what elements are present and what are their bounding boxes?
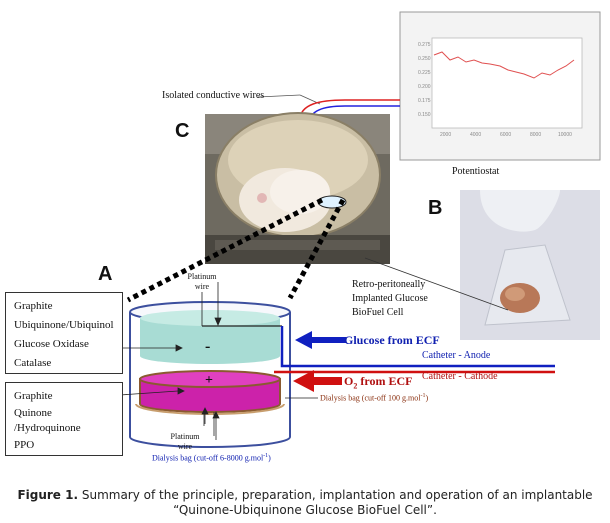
dialysis-small-label: Dialysis bag (cut-off 100 g.mol-1) <box>320 393 428 403</box>
anode-component: Graphite <box>14 300 53 312</box>
platinum-top-line-2: wire <box>194 282 210 291</box>
retro-line-1: Retro-peritoneally <box>352 279 426 290</box>
caption-figure-number: Figure 1. <box>17 488 79 502</box>
anode-component: Catalase <box>14 357 52 369</box>
retro-pointer <box>364 257 509 311</box>
anode-components-box: Graphite Ubiquinone/Ubiquinol Glucose Ox… <box>5 292 123 374</box>
svg-text:8000: 8000 <box>530 132 541 138</box>
dialysis-large-sup: -1 <box>263 453 269 459</box>
svg-text:4000: 4000 <box>470 132 481 138</box>
svg-text:0.250: 0.250 <box>418 56 431 62</box>
platinum-bottom-line-1: Platinum <box>170 432 200 441</box>
caption-line-2: “Quinone-Ubiquinone Glucose BioFuel Cell… <box>173 503 437 517</box>
catheter-cathode-label: Catheter - Cathode <box>422 371 498 382</box>
platinum-top-label: Platinum wire <box>187 272 217 292</box>
svg-text:0.175: 0.175 <box>418 98 431 104</box>
glucose-from-ecf-label: Glucose from ECF <box>344 333 440 347</box>
glucose-arrow <box>295 331 346 349</box>
retro-line-2: Implanted Glucose <box>352 293 428 304</box>
potentiostat-trace <box>433 51 575 79</box>
o2-subscript: 2 <box>353 381 358 391</box>
o2-prefix: O <box>344 374 354 388</box>
anode-component: Glucose Oxidase <box>14 338 89 350</box>
svg-text:0.225: 0.225 <box>418 70 431 76</box>
dialysis-large-label: Dialysis bag (cut-off 6-8000 g.mol-1) <box>152 453 271 463</box>
dialysis-small-end: ) <box>425 393 429 403</box>
platinum-bottom-label: Platinum wire <box>168 432 202 452</box>
dialysis-small-text: Dialysis bag (cut-off 100 g.mol <box>320 393 421 403</box>
svg-text:0.200: 0.200 <box>418 84 431 90</box>
svg-text:10000: 10000 <box>558 132 572 138</box>
biofuel-cell-figure: 0.275 0.250 0.225 0.200 0.175 0.150 2000 4000… <box>5 11 601 463</box>
cathode-component: /Hydroquinone <box>14 422 81 434</box>
photo-c-mouse-chamber <box>205 112 390 264</box>
dialysis-large-end: ) <box>268 453 271 463</box>
cathode-components-box: Graphite Quinone /Hydroquinone PPO <box>5 382 123 456</box>
retro-label: Retro-peritoneally Implanted Glucose Bio… <box>352 278 428 320</box>
anode-minus-sign: - <box>205 338 211 355</box>
platinum-bottom-line-2: wire <box>177 442 193 451</box>
photo-b-implant <box>460 190 600 340</box>
retro-line-3: BioFuel Cell <box>352 307 404 318</box>
caption-line-1: Figure 1. Summary of the principle, prep… <box>0 488 610 503</box>
label-a: A <box>98 263 113 285</box>
figure-drawing: 0.275 0.250 0.225 0.200 0.175 0.150 2000 4000… <box>119 11 601 448</box>
cathode-component: Quinone <box>14 407 52 419</box>
potentiostat-label: Potentiostat <box>452 166 500 177</box>
isolated-wires-label: Isolated conductive wires <box>162 90 265 101</box>
anode-component: Ubiquinone/Ubiquinol <box>14 319 114 331</box>
platinum-top-line-1: Platinum <box>187 272 217 281</box>
catheter-anode-label: Catheter - Anode <box>422 350 491 361</box>
box-pointer-arrows <box>119 282 318 440</box>
catheter-wires <box>274 326 555 374</box>
dialysis-large-text: Dialysis bag (cut-off 6-8000 g.mol <box>152 453 264 463</box>
anode-compartment <box>140 318 280 364</box>
potentiostat-screen: 0.275 0.250 0.225 0.200 0.175 0.150 2000 4000… <box>399 11 601 161</box>
dialysis-small-sup: -1 <box>420 393 426 399</box>
svg-text:6000: 6000 <box>500 132 511 138</box>
o2-suffix: from ECF <box>357 374 413 388</box>
cathode-plus-sign: + <box>205 373 213 388</box>
o2-from-ecf-label: O2 from ECF <box>344 374 412 390</box>
label-b: B <box>428 197 443 219</box>
o2-arrow <box>293 370 342 392</box>
label-c: C <box>175 120 190 142</box>
biofuel-cell-cylinder <box>129 301 291 448</box>
svg-text:2000: 2000 <box>440 132 451 138</box>
figure-caption: Figure 1. Summary of the principle, prep… <box>0 488 610 518</box>
cathode-component: PPO <box>14 439 35 451</box>
projection-lines <box>126 197 346 303</box>
cathode-compartment <box>139 378 281 413</box>
cathode-component: Graphite <box>14 390 53 402</box>
svg-text:0.150: 0.150 <box>418 112 431 118</box>
svg-text:0.275: 0.275 <box>418 42 431 48</box>
caption-text-1: Summary of the principle, preparation, i… <box>78 488 593 502</box>
